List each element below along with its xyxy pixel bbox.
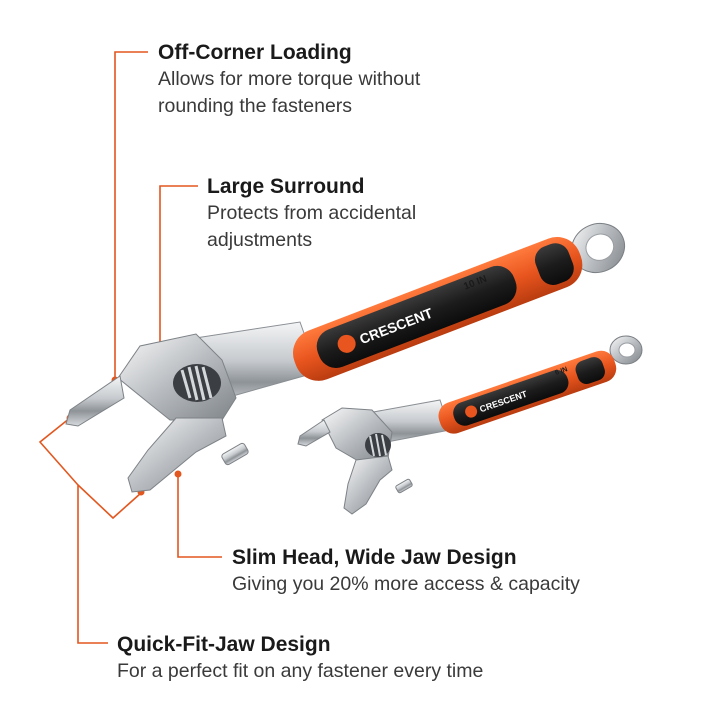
small-wrench-lower-jaw bbox=[343, 455, 393, 515]
small-wrench-handle: CRESCENT 6 IN bbox=[438, 350, 617, 434]
large-wrench-handle: CRESCENT 10 IN bbox=[292, 236, 583, 381]
large-brand-logo-icon bbox=[337, 334, 356, 353]
callout-large-surround: Large Surround Protects from accidental … bbox=[207, 174, 416, 254]
leader-quick-fit bbox=[38, 417, 108, 644]
small-size-label: 6 IN bbox=[554, 366, 568, 377]
small-wrench-pin bbox=[395, 478, 413, 494]
callout-desc-line: adjustments bbox=[207, 229, 313, 251]
callout-slim-head-wide-jaw: Slim Head, Wide Jaw Design Giving you 20… bbox=[232, 545, 580, 598]
callout-desc-line: For a perfect fit on any fastener every … bbox=[117, 660, 484, 682]
leader-large-surround bbox=[159, 185, 198, 350]
large-wrench-worm-gear bbox=[173, 364, 221, 402]
large-wrench: CRESCENT 10 IN bbox=[65, 222, 626, 493]
callout-title: Quick-Fit-Jaw Design bbox=[117, 633, 331, 656]
callout-desc-line: rounding the fasteners bbox=[158, 95, 353, 117]
large-wrench-lower-jaw bbox=[127, 417, 227, 493]
small-wrench: CRESCENT 6 IN bbox=[297, 335, 643, 515]
small-wrench-hang-ring bbox=[609, 335, 643, 365]
leader-lines bbox=[38, 51, 222, 644]
leader-slim-head bbox=[177, 476, 222, 558]
leader-off-corner bbox=[114, 51, 148, 378]
small-brand-logo-icon bbox=[465, 405, 478, 418]
callout-title: Off-Corner Loading bbox=[158, 41, 352, 64]
callout-desc-line: Giving you 20% more access & capacity bbox=[232, 573, 580, 595]
small-wrench-fixed-jaw bbox=[297, 419, 331, 447]
small-wrench-worm-gear bbox=[365, 433, 391, 457]
callout-title: Large Surround bbox=[207, 175, 365, 198]
callout-desc-line: Allows for more torque without bbox=[158, 68, 421, 90]
leader-quick-fit-branch bbox=[77, 484, 142, 520]
callout-desc-line: Protects from accidental bbox=[207, 202, 417, 224]
callout-off-corner-loading: Off-Corner Loading Allows for more torqu… bbox=[158, 40, 420, 120]
large-wrench-hang-ring bbox=[570, 222, 626, 274]
callout-title: Slim Head, Wide Jaw Design bbox=[232, 546, 517, 569]
large-wrench-fixed-jaw bbox=[65, 375, 125, 427]
large-wrench-pin bbox=[221, 442, 249, 466]
callout-quick-fit-jaw: Quick-Fit-Jaw Design For a perfect fit o… bbox=[117, 632, 483, 685]
